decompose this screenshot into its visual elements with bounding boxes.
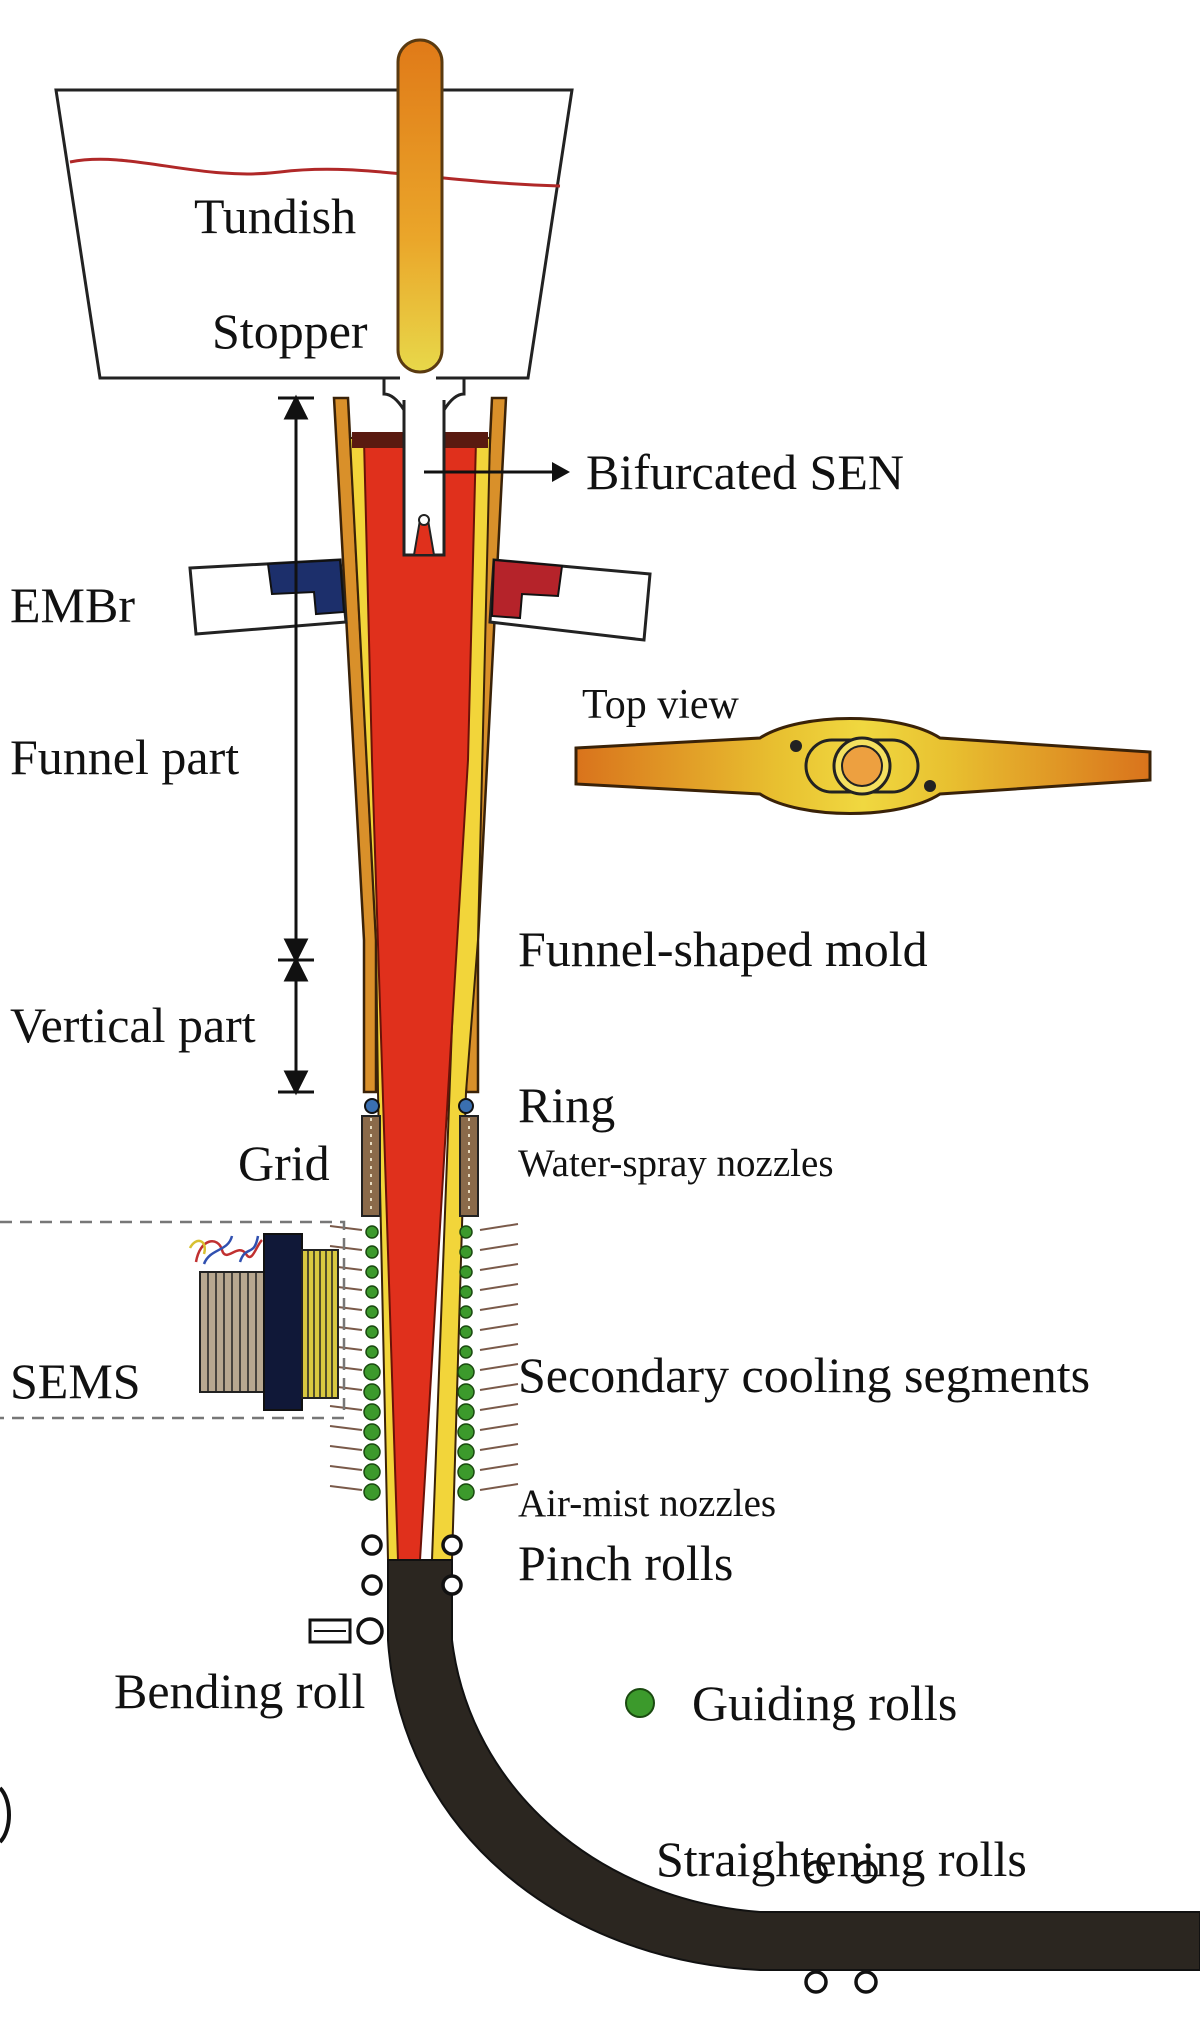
guiding-roll [365,1345,379,1359]
nozzle-line [479,1463,519,1471]
label-stopper: Stopper [212,303,368,359]
guiding-roll [457,1363,475,1381]
guiding-roll [365,1225,379,1239]
guiding-roll [365,1325,379,1339]
guiding-roll [457,1443,475,1461]
label-sems: SEMS [10,1353,141,1409]
nozzle-line [329,1465,363,1471]
nozzle-line [479,1363,519,1371]
nozzle-line [479,1283,519,1291]
tundish-melt-line [69,157,561,188]
guiding-roll [459,1265,473,1279]
label-secondary-cooling-segments: Secondary cooling segments [518,1347,1090,1403]
nozzle-line [329,1425,363,1431]
nozzle-line [479,1423,519,1431]
guiding-roll [363,1383,381,1401]
guiding-roll [365,1265,379,1279]
label-funnel-shaped-mold: Funnel-shaped mold [518,921,928,977]
guiding-roll [457,1483,475,1501]
pinch-rolls [361,1534,463,1596]
label-air-mist-nozzles: Air-mist nozzles [518,1482,776,1525]
guiding-roll [363,1443,381,1461]
label-funnel-part: Funnel part [10,729,239,785]
nozzle-line [479,1403,519,1411]
sems-wires [194,1239,263,1263]
guiding-roll [365,1285,379,1299]
strand [387,1559,1200,1971]
embr [188,558,652,642]
top-view [574,717,1152,815]
nozzle-line [479,1323,519,1331]
nozzle-line [479,1223,519,1231]
sems-box [0,1220,346,1420]
guiding-roll [365,1305,379,1319]
label-bifurcated-sen: Bifurcated SEN [586,444,904,500]
label-embr: EMBr [10,577,135,633]
secondary-cooling-zone [329,1223,519,1501]
nozzle-line [329,1485,363,1491]
nozzle-line [479,1383,519,1391]
mold-left-plate [332,396,378,1094]
guiding-roll [457,1423,475,1441]
dimension-lines [278,394,314,1096]
sems-core [263,1233,303,1411]
label-ring: Ring [518,1077,615,1133]
embr-left-magnet [266,558,346,616]
nozzle-line [479,1243,519,1251]
tundish-outlet [400,376,436,394]
label-pinch-rolls: Pinch rolls [518,1535,733,1591]
embr-right-magnet [490,558,564,620]
guiding-roll [457,1403,475,1421]
label-vertical-part: Vertical part [10,997,256,1053]
green-dot-icon [625,1688,655,1718]
straightening-rolls [804,1860,878,1994]
label-bending-roll: Bending roll [114,1663,365,1719]
guiding-roll [459,1285,473,1299]
label-guiding-rolls: Guiding rolls [692,1675,957,1731]
nozzle-line [479,1443,519,1451]
nozzle-line [479,1303,519,1311]
nozzle-line [479,1343,519,1351]
ring-right [458,1098,474,1114]
guiding-roll [459,1345,473,1359]
label-straightening-rolls: Straightening rolls [656,1831,1027,1887]
label-grid: Grid [238,1135,330,1191]
nozzle-line [329,1245,363,1251]
nozzle-line [329,1445,363,1451]
guiding-roll [363,1463,381,1481]
arrow-right-icon [552,462,570,482]
guiding-roll [363,1483,381,1501]
nozzle-line [479,1263,519,1271]
guiding-roll [459,1245,473,1259]
guiding-roll [365,1245,379,1259]
guiding-roll [459,1225,473,1239]
guiding-roll [459,1305,473,1319]
nozzle-line [329,1405,363,1411]
nozzle-line [329,1225,363,1231]
ring-and-grid [361,1098,479,1217]
label-water-spray-nozzles: Water-spray nozzles [518,1142,834,1185]
guiding-roll [363,1423,381,1441]
label-top-view: Top view [582,682,740,728]
guiding-roll [459,1325,473,1339]
ring-left [364,1098,380,1114]
funnel-shaped-mold [332,396,508,1561]
guiding-roll [363,1363,381,1381]
bending-roll [308,1617,384,1645]
sems [0,1220,346,1420]
stopper-rod [396,38,444,374]
guiding-roll [457,1383,475,1401]
guiding-roll [457,1463,475,1481]
nozzle-line [479,1483,519,1491]
label-tundish: Tundish [194,188,356,244]
cropped-edge-mark [0,1786,11,1844]
guiding-roll [363,1403,381,1421]
